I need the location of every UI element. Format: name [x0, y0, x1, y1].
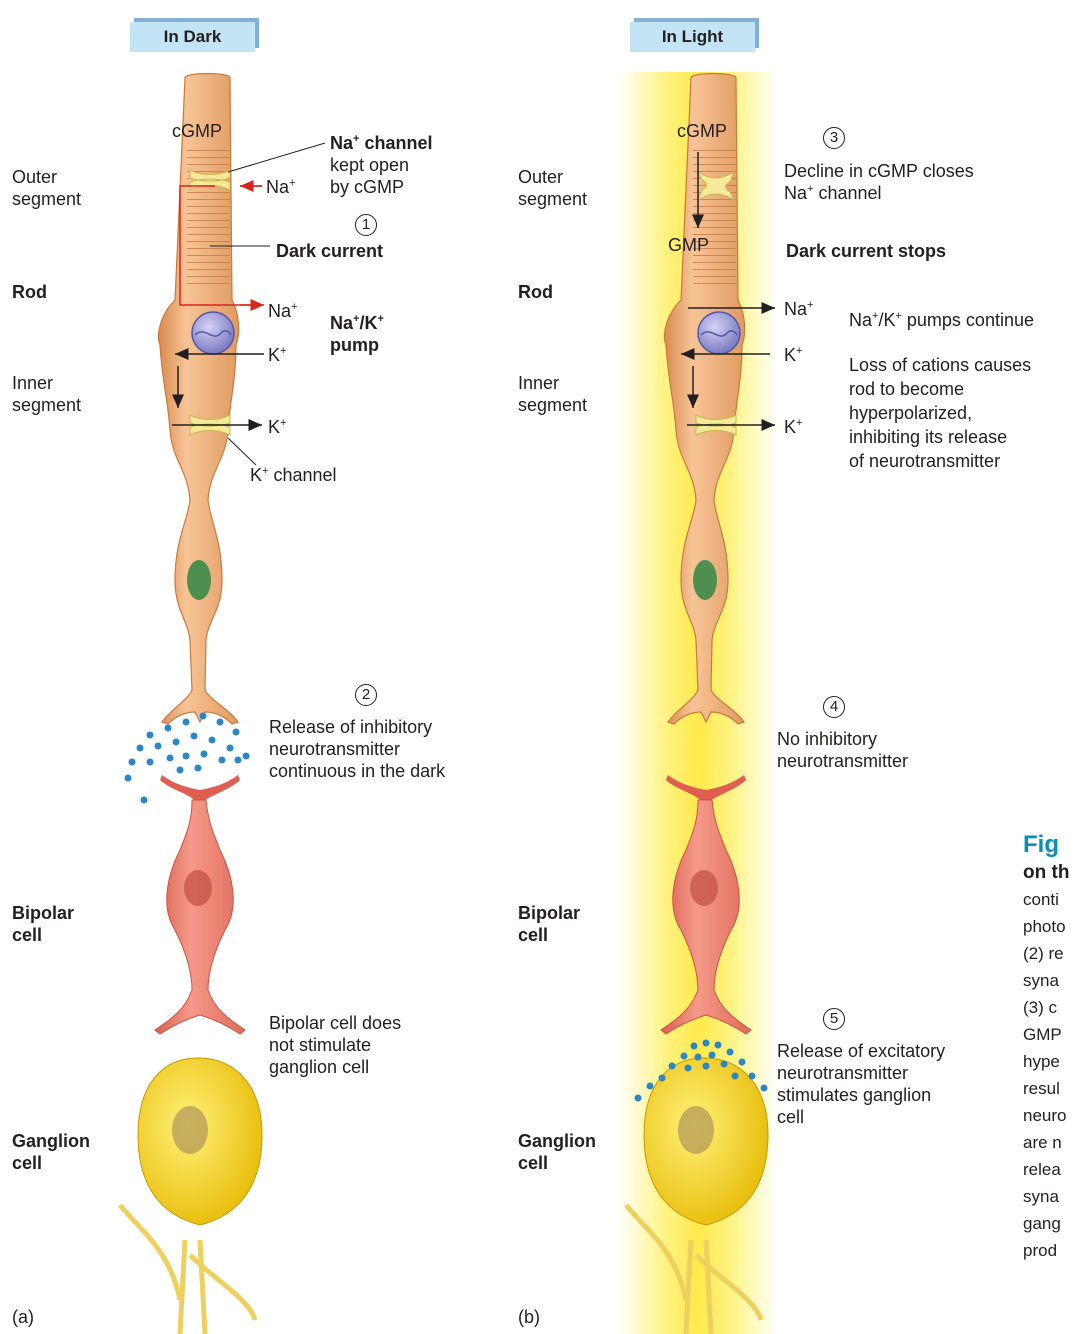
- panel-b-na-ion: Na+: [784, 298, 813, 320]
- panel-b-k-pump-ion: K+: [784, 344, 802, 366]
- panel-a-header: In Dark: [130, 22, 255, 52]
- panel-a-cgmp-label: cGMP: [172, 120, 222, 142]
- panel-a-pump-label: Na+/K+pump: [330, 312, 384, 356]
- figure-caption-title: Fig: [1023, 830, 1059, 860]
- panel-a-letter: (a): [12, 1306, 34, 1328]
- step-3-marker: 3: [823, 127, 845, 149]
- panel-b-header: In Light: [630, 22, 755, 52]
- panel-a-rod-label: Rod: [12, 281, 47, 303]
- panel-a-bipolar-cell: [155, 775, 245, 1034]
- panel-a-k-channel-label: K+ channel: [250, 464, 337, 486]
- panel-a-k-pump-ion: K+: [268, 344, 286, 366]
- panel-b-gmp-label: GMP: [668, 234, 709, 256]
- step-4-marker: 4: [823, 696, 845, 718]
- panel-b-letter: (b): [518, 1306, 540, 1328]
- step-1-marker: 1: [355, 214, 377, 236]
- step-5-marker: 5: [823, 1008, 845, 1030]
- panel-a-na-top-ion: Na+: [266, 176, 295, 198]
- panel-a-ganglion-cell: [138, 1058, 262, 1225]
- panel-a-pump: [192, 312, 234, 354]
- panel-a-dark-current-label: Dark current: [276, 240, 383, 262]
- panel-b-rod-label: Rod: [518, 281, 553, 303]
- panel-a-na-bottom-ion: Na+: [268, 300, 297, 322]
- panel-b-k-channel-ion: K+: [784, 416, 802, 438]
- panel-b-dark-current-stops: Dark current stops: [786, 240, 946, 262]
- panel-b-pump: [698, 312, 740, 354]
- panel-b-cgmp-label: cGMP: [677, 120, 727, 142]
- panel-a-k-channel-ion: K+: [268, 416, 286, 438]
- figure-caption-subtitle: on th: [1023, 861, 1069, 885]
- step-2-marker: 2: [355, 684, 377, 706]
- panel-b-pumps-continue: Na+/K+ pumps continue: [849, 309, 1034, 331]
